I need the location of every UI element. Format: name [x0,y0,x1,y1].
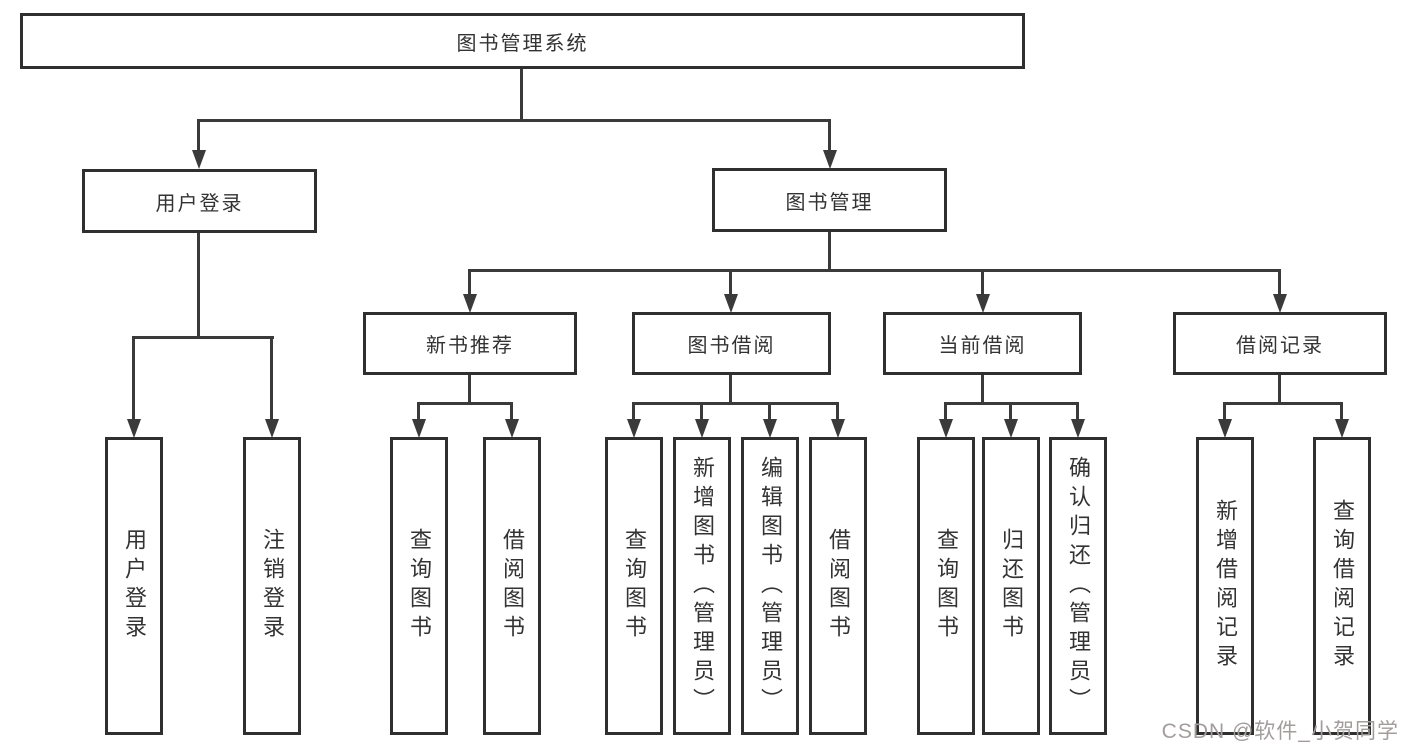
arrow-user-login [192,150,206,169]
node-book-management: 图书管理 [712,168,947,232]
leaf-borrow-book-recommend: 借阅图书 [483,437,541,735]
edge-leaf-logout-drop [270,338,273,420]
leaf-logout-label: 注销登录 [260,528,285,644]
node-borrow-record-label: 借阅记录 [1236,335,1324,357]
leaf-user-login-label: 用户登录 [122,528,147,644]
leaf-query-borrow-record: 查询借阅记录 [1313,437,1371,735]
node-user-login-label: 用户登录 [155,192,244,215]
edge-leaf-confirm-drop [1076,404,1079,420]
leaf-borrow-book-recommend-label: 借阅图书 [500,528,525,644]
edge-book-mgmt-drop [828,121,831,151]
leaf-confirm-return-admin-label: 确认归还（管理员） [1066,455,1091,717]
leaf-return-book: 归还图书 [982,437,1040,735]
arrow-book-mgmt [823,150,837,169]
edge-leaf-query2-drop [632,404,635,420]
edge-leaf-add-record-drop [1223,404,1226,420]
arrow-leaf-query-record [1335,419,1349,438]
node-root-label: 图书管理系统 [456,32,589,55]
node-user-login: 用户登录 [82,169,317,233]
arrow-leaf-query2 [627,419,641,438]
edge-level3-split [468,269,1281,272]
leaf-add-borrow-record: 新增借阅记录 [1196,437,1254,735]
leaf-edit-book-admin: 编辑图书（管理员） [741,437,799,735]
leaf-add-book-admin-label: 新增图书（管理员） [690,455,715,717]
edge-new-book-split [417,402,513,405]
edge-current-borrow-drop [981,271,984,295]
edge-current-borrow-stub [981,375,984,404]
leaf-borrow-book: 借阅图书 [809,437,867,735]
leaf-add-borrow-record-label: 新增借阅记录 [1213,499,1238,673]
edge-root-stub [520,69,523,122]
edge-new-book-drop [468,271,471,295]
node-book-borrow-label: 图书借阅 [687,335,776,357]
arrow-leaf-add-book [695,419,709,438]
node-current-borrow-label: 当前借阅 [938,335,1027,357]
edge-leaf-query1-drop [417,404,420,420]
edge-user-login-split [132,336,274,339]
edge-book-borrow-split [632,402,839,405]
node-current-borrow: 当前借阅 [883,312,1082,375]
edge-leaf-query-record-drop [1340,404,1343,420]
arrow-leaf-borrow2 [831,419,845,438]
leaf-add-book-admin: 新增图书（管理员） [673,437,731,735]
edge-user-login-stub [197,233,200,339]
edge-book-borrow-stub [729,375,732,404]
arrow-leaf-user-login [127,419,141,438]
node-new-book-recommend: 新书推荐 [363,312,577,375]
leaf-confirm-return-admin: 确认归还（管理员） [1049,437,1107,735]
node-root: 图书管理系统 [20,13,1025,69]
edge-level2-split [197,119,831,122]
edge-borrow-record-stub [1278,375,1281,404]
edge-borrow-record-split [1223,402,1343,405]
arrow-borrow-record [1273,294,1287,313]
leaf-query-borrow-record-label: 查询借阅记录 [1330,499,1355,673]
csdn-watermark: CSDN @软件_小贺同学 [1161,720,1399,743]
arrow-book-borrow [724,294,738,313]
edge-user-login-drop [197,121,200,151]
edge-leaf-edit-book-drop [768,404,771,420]
arrow-leaf-query1 [412,419,426,438]
arrow-leaf-return [1004,419,1018,438]
node-book-management-label: 图书管理 [785,191,874,214]
arrow-current-borrow [976,294,990,313]
edge-leaf-user-login-drop [132,338,135,420]
arrow-leaf-add-record [1218,419,1232,438]
leaf-query-book-current-label: 查询图书 [934,528,959,644]
leaf-user-login: 用户登录 [105,437,163,735]
arrow-leaf-query3 [939,419,953,438]
arrow-new-book [463,294,477,313]
edge-book-borrow-drop [729,271,732,295]
arrow-leaf-borrow1 [505,419,519,438]
leaf-query-book-current: 查询图书 [917,437,975,735]
edge-leaf-borrow1-drop [510,404,513,420]
edge-new-book-stub [468,375,471,404]
edge-current-borrow-split [944,402,1079,405]
node-new-book-recommend-label: 新书推荐 [426,335,514,357]
leaf-edit-book-admin-label: 编辑图书（管理员） [758,455,783,717]
arrow-leaf-edit-book [763,419,777,438]
leaf-return-book-label: 归还图书 [999,528,1024,644]
leaf-query-book-recommend-label: 查询图书 [407,528,432,644]
edge-borrow-record-drop [1278,271,1281,295]
edge-leaf-query3-drop [944,404,947,420]
leaf-query-book-recommend: 查询图书 [390,437,448,735]
leaf-borrow-book-label: 借阅图书 [826,528,851,644]
leaf-query-book-borrow-label: 查询图书 [622,528,647,644]
node-borrow-record: 借阅记录 [1173,312,1387,375]
leaf-query-book-borrow: 查询图书 [605,437,663,735]
edge-leaf-add-book-drop [700,404,703,420]
edge-book-mgmt-stub [828,232,831,272]
arrow-leaf-logout [265,419,279,438]
leaf-logout: 注销登录 [243,437,301,735]
edge-leaf-borrow2-drop [836,404,839,420]
node-book-borrow: 图书借阅 [632,312,831,375]
edge-leaf-return-drop [1009,404,1012,420]
arrow-leaf-confirm [1071,419,1085,438]
